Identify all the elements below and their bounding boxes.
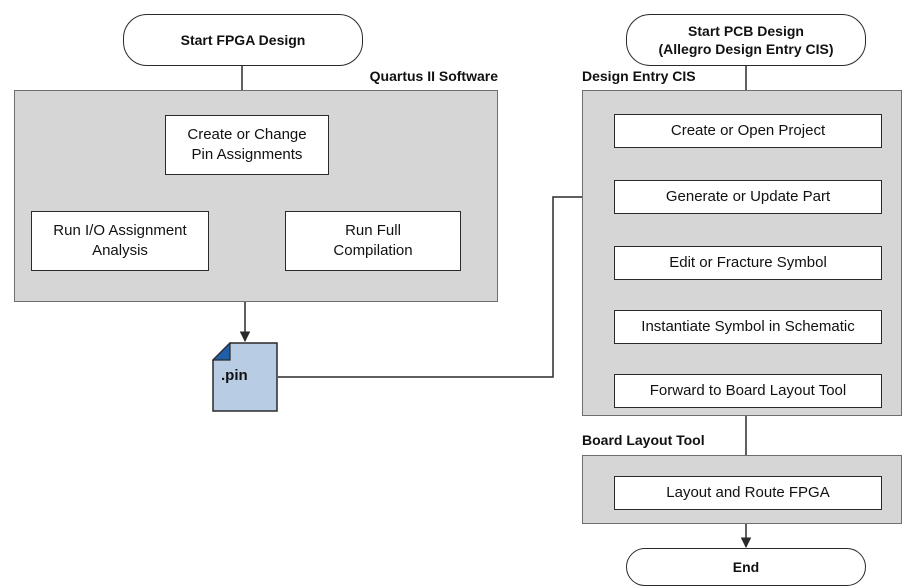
run-full-line-2: Compilation (333, 242, 413, 259)
run-io-analysis-box: Run I/O Assignment Analysis (31, 211, 209, 271)
run-io-line-2: Analysis (92, 242, 148, 259)
quartus-panel-title: Quartus II Software (369, 68, 498, 84)
create-open-project-box: Create or Open Project (614, 114, 882, 148)
start-fpga-label: Start FPGA Design (180, 31, 306, 48)
board-layout-panel-title: Board Layout Tool (582, 432, 705, 448)
design-entry-panel-title: Design Entry CIS (582, 68, 696, 84)
create-open-project-label: Create or Open Project (670, 121, 826, 139)
start-pcb-terminal: Start PCB Design (Allegro Design Entry C… (626, 14, 866, 66)
end-terminal: End (626, 548, 866, 586)
generate-update-part-box: Generate or Update Part (614, 180, 882, 214)
generate-update-part-label: Generate or Update Part (665, 187, 831, 205)
edit-fracture-symbol-label: Edit or Fracture Symbol (669, 253, 827, 271)
edit-fracture-symbol-box: Edit or Fracture Symbol (614, 246, 882, 280)
instantiate-symbol-box: Instantiate Symbol in Schematic (614, 310, 882, 344)
run-full-compilation-box: Run Full Compilation (285, 211, 461, 271)
start-pcb-line-2: (Allegro Design Entry CIS) (658, 41, 834, 57)
end-label: End (732, 558, 760, 575)
start-pcb-line-1: Start PCB Design (688, 22, 804, 39)
forward-board-layout-label: Forward to Board Layout Tool (649, 381, 847, 399)
instantiate-symbol-label: Instantiate Symbol in Schematic (641, 317, 855, 335)
run-io-line-1: Run I/O Assignment (53, 221, 187, 239)
create-pin-assignments-box: Create or Change Pin Assignments (165, 115, 329, 175)
layout-route-fpga-label: Layout and Route FPGA (666, 483, 830, 501)
forward-board-layout-box: Forward to Board Layout Tool (614, 374, 882, 408)
create-pin-line-2: Pin Assignments (191, 146, 303, 163)
layout-route-fpga-box: Layout and Route FPGA (614, 476, 882, 510)
start-fpga-terminal: Start FPGA Design (123, 14, 363, 66)
pin-file-icon (212, 342, 278, 412)
pin-file-label: .pin (221, 367, 248, 384)
create-pin-line-1: Create or Change (187, 125, 307, 143)
run-full-line-1: Run Full (345, 221, 401, 239)
